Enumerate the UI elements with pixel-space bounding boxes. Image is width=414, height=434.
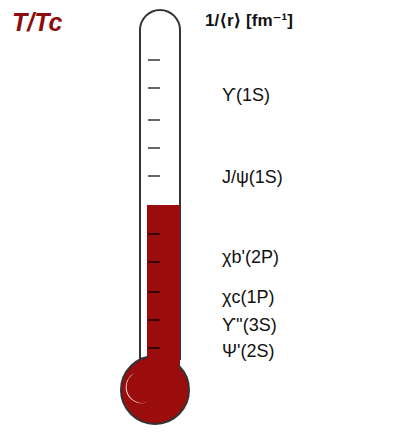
state-label: χb'(2P)	[222, 248, 279, 266]
bulb-neck	[148, 340, 179, 370]
bulb-highlight	[126, 372, 148, 403]
tick-marks-on-column	[148, 234, 160, 348]
state-label: ϒ(1S)	[222, 86, 270, 104]
state-label: ϒ''(3S)	[222, 316, 277, 334]
tick-marks	[148, 60, 160, 176]
axis-title: T/Tc	[12, 10, 62, 35]
axis-title: 1/⟨r⟩ [fm⁻¹]	[205, 12, 293, 29]
state-label: J/ψ(1S)	[222, 168, 283, 186]
state-label: χc(1P)	[222, 288, 274, 306]
mercury-column	[147, 205, 180, 375]
state-label: Ψ'(2S)	[222, 342, 274, 360]
